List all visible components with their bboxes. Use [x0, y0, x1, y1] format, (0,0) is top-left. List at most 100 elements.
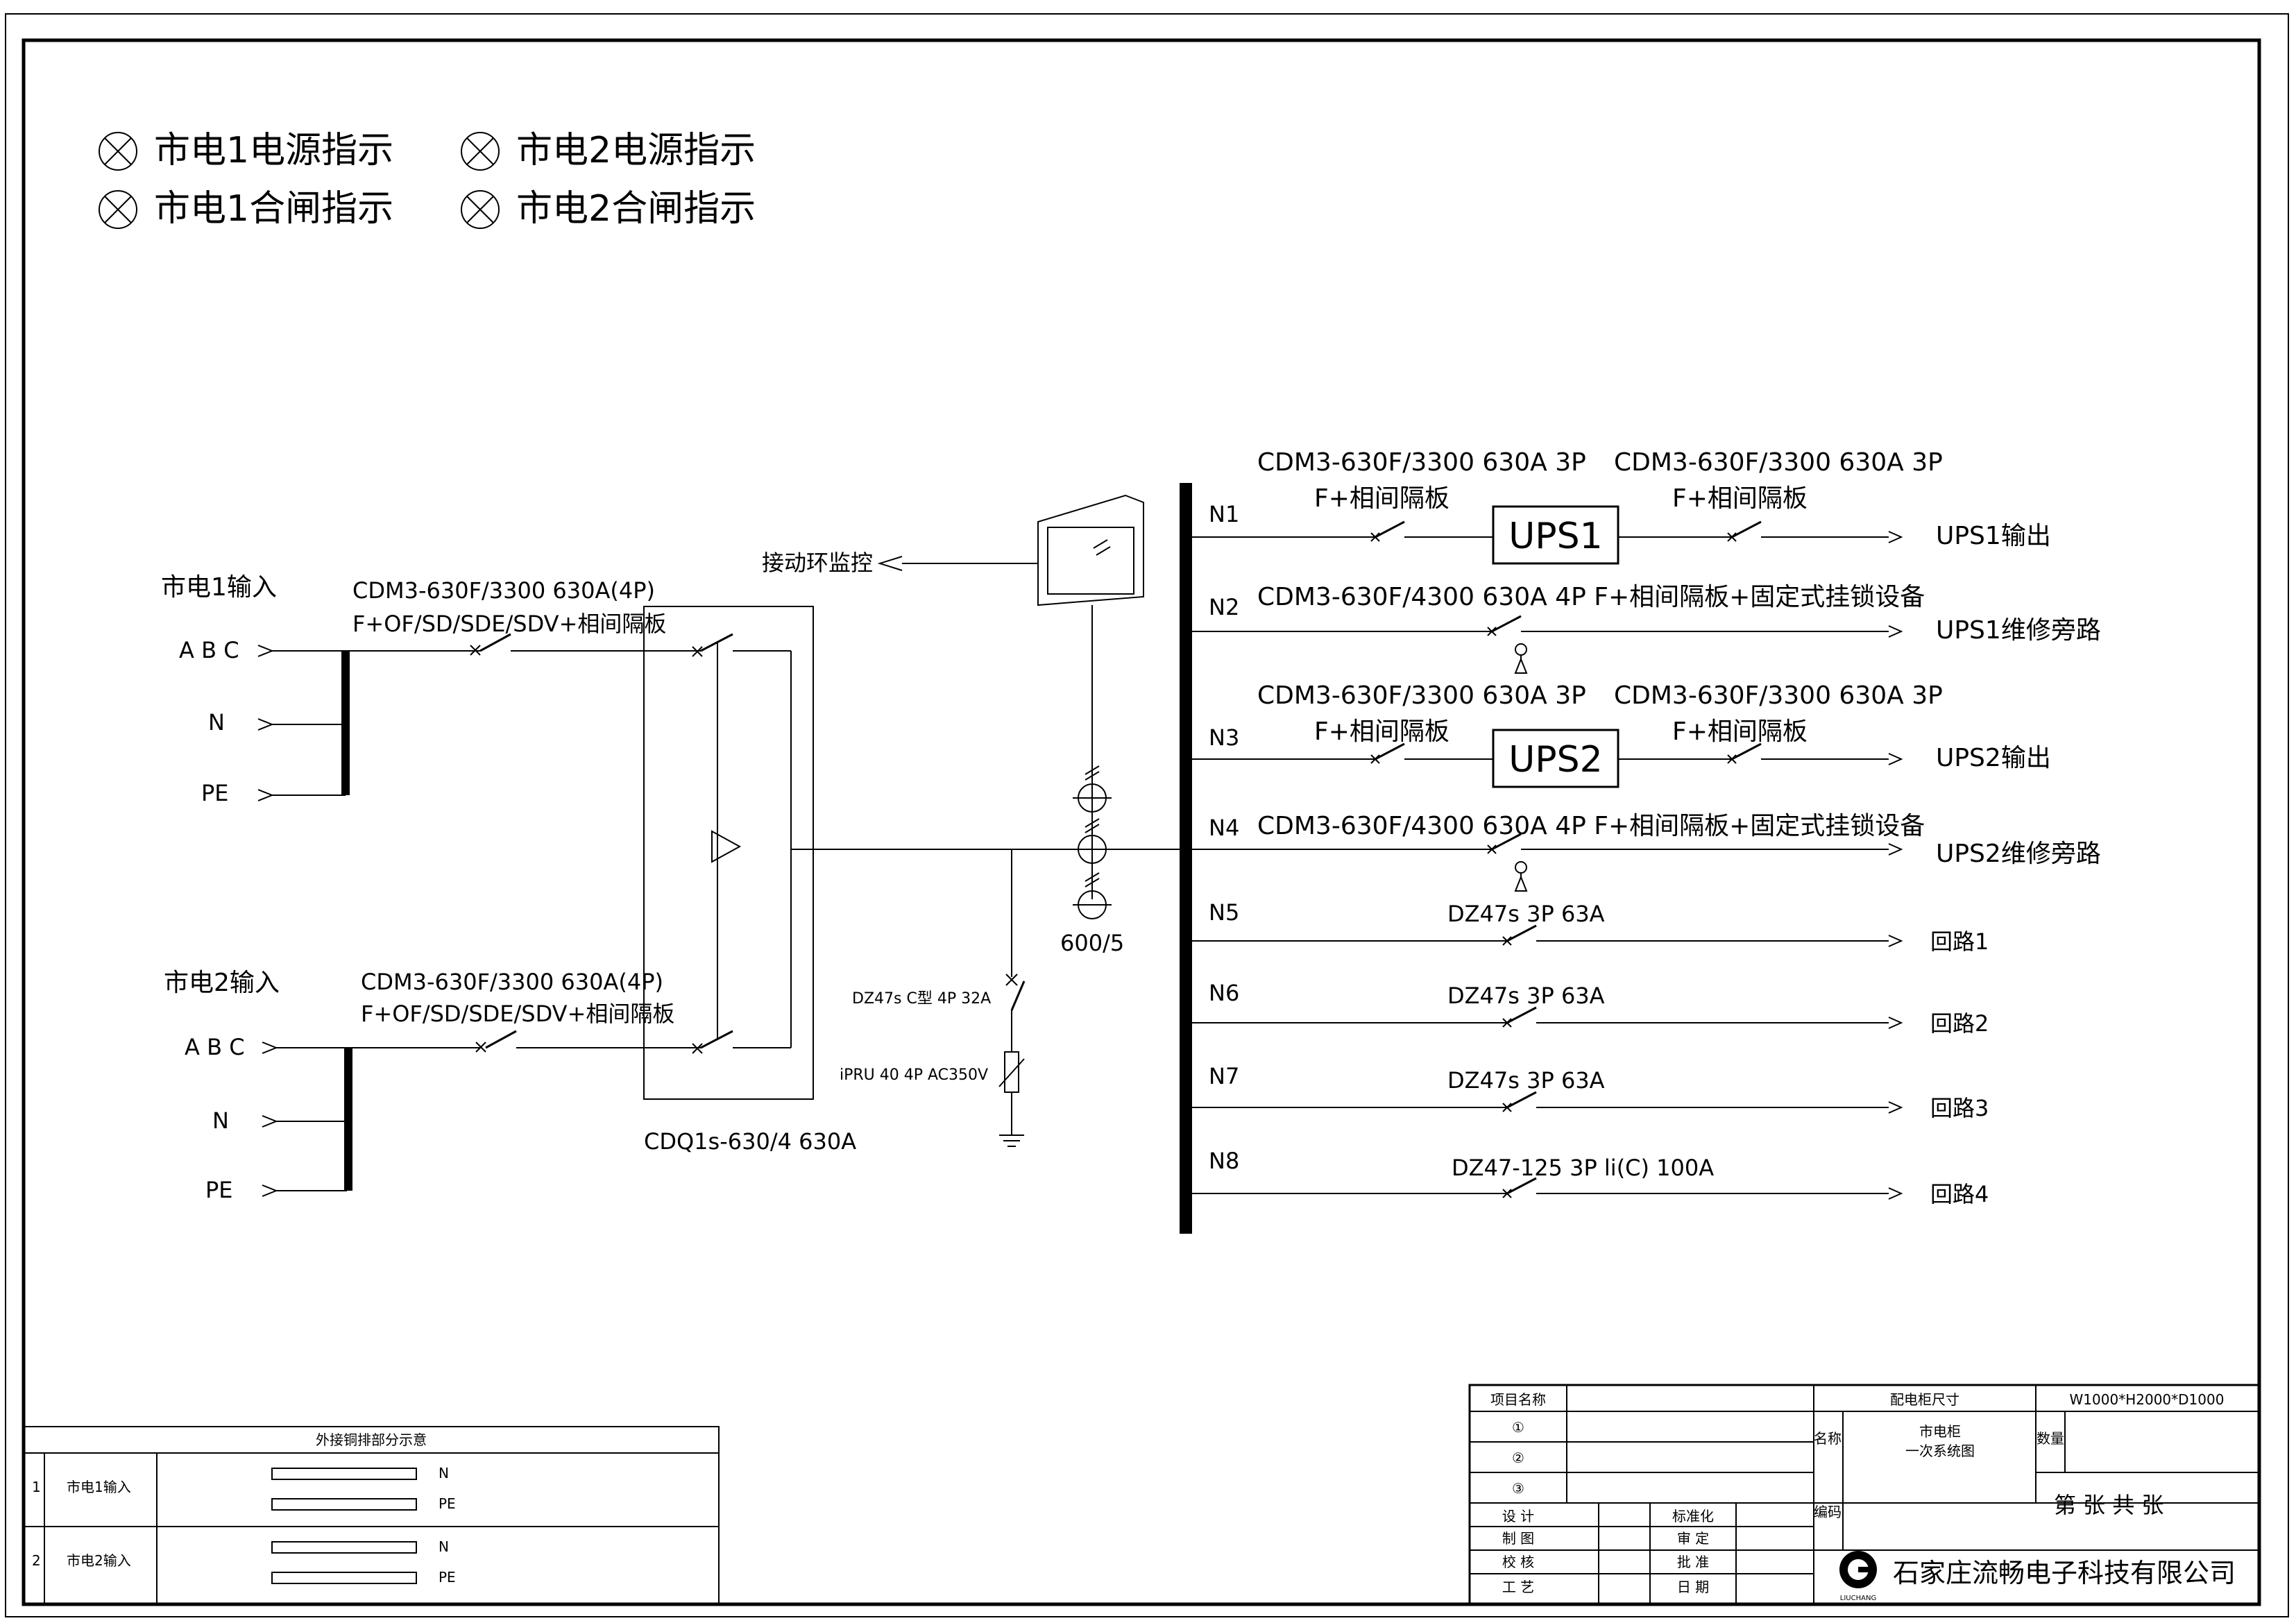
arrow-icon: [1888, 625, 1903, 638]
breaker-1-model: CDM3-630F/3300 630A 3P: [1257, 448, 1586, 477]
feeder-id: N6: [1209, 980, 1239, 1006]
legend-text-1: 市电1电源指示: [154, 130, 393, 171]
revision-3: ③: [1512, 1480, 1524, 1497]
sheet-number: 第 张 共 张: [2054, 1492, 2164, 1518]
copper-bar-icon: [271, 1572, 417, 1584]
monitor-display-icon: [1037, 494, 1144, 606]
breaker-model: DZ47s 3P 63A: [1447, 983, 1605, 1009]
monitor-label: 接动环监控: [762, 550, 873, 576]
feeder-id: N2: [1209, 594, 1239, 620]
spd-arrester-label: iPRU 40 4P AC350V: [840, 1067, 988, 1084]
breaker-icon: [1506, 1006, 1537, 1024]
feeder-output-label: UPS2输出: [1936, 744, 2051, 772]
feeder-n4: N4 CDM3-630F/4300 630A 4P F+相间隔板+固定式挂锁设备…: [1192, 812, 2101, 892]
revision-1: ①: [1512, 1419, 1524, 1436]
input-1-breaker-accessories: F+OF/SD/SDE/SDV+相间隔板: [352, 611, 666, 637]
ups-label: UPS1: [1508, 516, 1603, 557]
input-1-breaker-icon: [470, 633, 701, 656]
breaker-2-accessories: F+相间隔板: [1672, 484, 1808, 513]
std-label: 标准化: [1672, 1508, 1714, 1524]
padlock-icon: [1514, 861, 1528, 892]
breaker-model: CDM3-630F/4300 630A 4P F+相间隔板+固定式挂锁设备: [1257, 583, 1925, 611]
feeder-output-label: UPS1输出: [1936, 522, 2051, 550]
spd-breaker-label: DZ47s C型 4P 32A: [852, 990, 991, 1008]
feeder-n2: N2 CDM3-630F/4300 630A 4P F+相间隔板+固定式挂锁设备…: [1192, 583, 2101, 674]
busbar-table-title: 外接铜排部分示意: [316, 1431, 427, 1448]
feeder-id: N5: [1209, 899, 1239, 926]
breaker-icon: [1375, 742, 1405, 760]
date-label: 日 期: [1677, 1579, 1709, 1595]
ct-ring-icon: [1073, 765, 1112, 919]
busbar-row-name: 市电1输入: [67, 1479, 131, 1495]
ups-label: UPS2: [1508, 739, 1603, 781]
breaker-icon: [1375, 520, 1405, 538]
lamp-icon: [99, 132, 137, 171]
busbar-row-no: 2: [32, 1552, 41, 1569]
feeder-output-label: UPS2维修旁路: [1936, 840, 2101, 868]
ground-icon: [999, 1135, 1024, 1147]
input-2-breaker-accessories: F+OF/SD/SDE/SDV+相间隔板: [361, 1001, 674, 1027]
breaker-1-accessories: F+相间隔板: [1314, 484, 1449, 513]
busbar-table: 外接铜排部分示意 1 市电1输入 N PE 2 市电2输入 N PE: [23, 1426, 720, 1605]
input-2-title: 市电2输入: [164, 969, 280, 997]
input-2-busbar: [344, 1048, 352, 1191]
arrow-icon: [1888, 843, 1903, 856]
breaker-icon: [1731, 742, 1762, 760]
logo-text: LIUCHANG: [1840, 1595, 1876, 1602]
busbar-row-bar2: PE: [439, 1569, 456, 1586]
input-1-breaker-model: CDM3-630F/3300 630A(4P): [352, 577, 655, 604]
drawing-frame: [22, 38, 2261, 1606]
current-transformer: 600/5: [1060, 765, 1124, 956]
breaker-2-accessories: F+相间隔板: [1672, 717, 1808, 746]
review-label: 审 定: [1677, 1530, 1709, 1547]
breaker-icon: [1506, 924, 1537, 942]
project-label: 项目名称: [1490, 1391, 1546, 1408]
ats-controller-icon: [711, 830, 742, 863]
feeder-n3: N3 UPS2 CDM3-630F/3300 630A 3P F+相间隔板 CD…: [1192, 681, 2051, 788]
feeder-id: N4: [1209, 815, 1239, 841]
legend-text-4: 市电2合闸指示: [516, 188, 756, 230]
drawing-name-2: 一次系统图: [1905, 1443, 1975, 1459]
draw-label: 制 图: [1502, 1530, 1534, 1547]
main-busbar: [1180, 483, 1192, 1234]
input-2-breaker-icon: [475, 1030, 701, 1053]
feeder-output-label: 回路3: [1930, 1095, 1989, 1121]
name-label: 名称: [1814, 1430, 1842, 1447]
arrow-icon: [1888, 753, 1903, 765]
breaker-icon: [1491, 833, 1522, 851]
feeder-n5: N5 DZ47s 3P 63A 回路1: [1192, 899, 1989, 955]
busbar-row-bar1: N: [439, 1538, 449, 1555]
breaker-model: DZ47s 3P 63A: [1447, 901, 1605, 927]
feeder-id: N7: [1209, 1063, 1239, 1089]
breaker-1-model: CDM3-630F/3300 630A 3P: [1257, 681, 1586, 710]
feeder-id: N1: [1209, 501, 1239, 527]
input-1-abc-label: A B C: [179, 637, 239, 663]
qty-label: 数量: [2036, 1430, 2064, 1447]
feeder-n6: N6 DZ47s 3P 63A 回路2: [1192, 980, 1989, 1037]
legend-text-3: 市电1合闸指示: [154, 188, 393, 230]
outer-border: [5, 13, 2289, 1617]
feeder-n1: N1 UPS1 CDM3-630F/3300 630A 3P F+相间隔板 CD…: [1192, 448, 2051, 565]
breaker-2-model: CDM3-630F/3300 630A 3P: [1614, 681, 1943, 710]
arrow-icon: [1888, 1017, 1903, 1029]
copper-bar-icon: [271, 1468, 417, 1480]
design-label: 设 计: [1502, 1508, 1534, 1524]
legend: 市电1电源指示 市电2电源指示 市电1合闸指示 市电2合闸指示: [99, 130, 756, 230]
company-logo-icon: LIUCHANG: [1839, 1551, 1877, 1602]
surge-protection: DZ47s C型 4P 32A iPRU 40 4P AC350V: [840, 849, 1026, 1147]
input-2-pe-label: PE: [205, 1177, 233, 1203]
ats-label: CDQ1s-630/4 630A: [644, 1128, 856, 1155]
feeder-id: N8: [1209, 1148, 1239, 1174]
input-1-pe-label: PE: [201, 780, 229, 806]
breaker-icon: [1506, 1091, 1537, 1109]
breaker-icon: [1731, 520, 1762, 538]
breaker-icon: [1506, 1177, 1537, 1195]
breaker-model: DZ47-125 3P li(C) 100A: [1452, 1155, 1714, 1181]
input-1-busbar: [341, 651, 350, 795]
title-block: 项目名称 配电柜尺寸 W1000*H2000*D1000 ① ② ③ 名称 市电…: [1468, 1384, 2261, 1606]
feeder-output-label: 回路4: [1930, 1181, 1989, 1207]
lamp-icon: [461, 132, 500, 171]
code-label: 编码: [1814, 1504, 1842, 1520]
ups-box: [1492, 505, 1619, 565]
